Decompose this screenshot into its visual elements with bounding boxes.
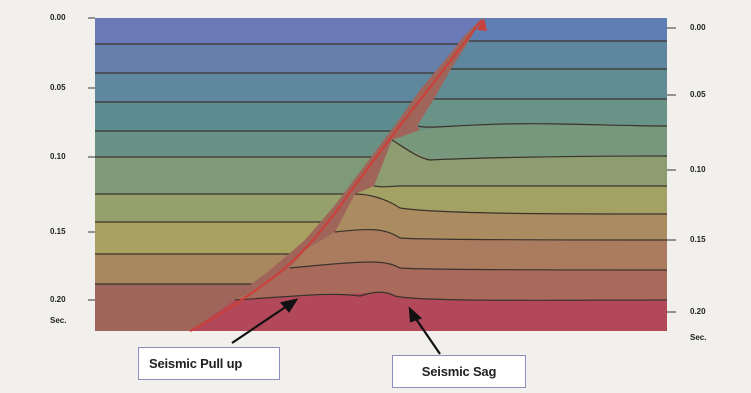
layer-band <box>290 229 667 270</box>
fault-line <box>189 19 483 332</box>
left-tick-label: 0.15 <box>50 227 66 236</box>
horizon-line <box>289 261 667 271</box>
left-tick-label: 0.05 <box>50 83 66 92</box>
left-tick-label: 0.10 <box>50 152 66 161</box>
left-axis-unit: Sec. <box>50 316 66 325</box>
left-axis <box>88 17 95 301</box>
layer-band <box>190 293 667 331</box>
right-axis-unit: Sec. <box>690 333 706 342</box>
layer-band <box>374 140 667 186</box>
sag-arrowhead <box>408 306 423 323</box>
layer-band <box>469 18 667 41</box>
right-horizon-lines <box>234 40 667 301</box>
sag-arrow-shaft <box>413 315 441 355</box>
fault-arrowhead <box>477 18 487 31</box>
callout-arrows <box>231 298 441 355</box>
horizon-line <box>234 291 667 301</box>
right-fault-block <box>190 18 667 331</box>
right-tick-label: 0.10 <box>690 165 706 174</box>
horizon-line <box>334 228 667 241</box>
layer-band <box>451 41 667 69</box>
layer-band <box>335 194 667 240</box>
left-tick-label: 0.20 <box>50 295 66 304</box>
horizon-line <box>373 185 667 188</box>
layer-band <box>417 99 667 130</box>
sag-callout: Seismic Sag <box>392 355 526 388</box>
horizon-line <box>391 139 667 161</box>
right-tick-label: 0.20 <box>690 307 706 316</box>
left-tick-label: 0.00 <box>50 13 66 22</box>
pull-up-arrow-shaft <box>231 303 291 344</box>
layer-band <box>434 69 667 99</box>
layer-band <box>392 124 667 160</box>
horizon-line <box>354 193 667 215</box>
left-horizon-lines <box>95 43 480 285</box>
layer-band <box>355 186 667 214</box>
pull-up-callout: Seismic Pull up <box>138 347 280 380</box>
right-tick-label: 0.15 <box>690 235 706 244</box>
horizon-line <box>417 123 667 128</box>
pull-up-arrowhead <box>279 298 299 313</box>
right-tick-label: 0.00 <box>690 23 706 32</box>
right-axis <box>667 27 676 313</box>
right-tick-label: 0.05 <box>690 90 706 99</box>
layer-band <box>235 262 667 301</box>
